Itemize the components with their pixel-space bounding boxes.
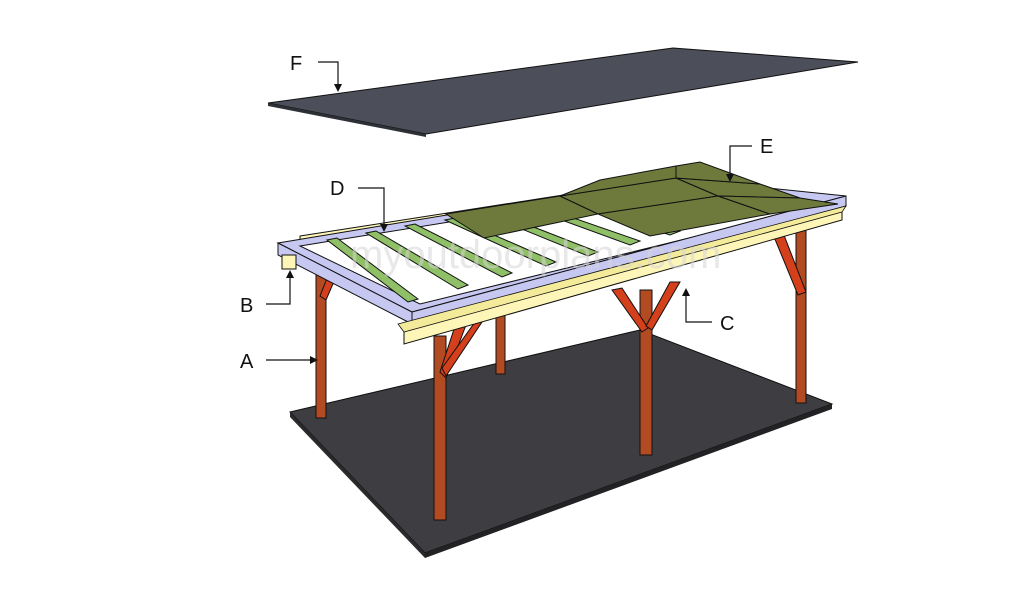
post-front-right bbox=[639, 289, 653, 456]
joist bbox=[364, 230, 470, 290]
joist bbox=[325, 237, 420, 303]
brace-right-a bbox=[611, 287, 649, 333]
arrow-c bbox=[682, 288, 690, 296]
sheathing-panel bbox=[675, 161, 761, 185]
leader-f bbox=[318, 61, 339, 86]
watermark: myoutdoorplans.com bbox=[350, 233, 721, 277]
label-d: D bbox=[330, 178, 344, 200]
brace-right-b bbox=[645, 281, 681, 331]
label-e: E bbox=[760, 136, 773, 158]
arrow-d bbox=[380, 224, 388, 232]
leader-c bbox=[685, 294, 712, 323]
leader-b bbox=[266, 276, 291, 305]
post-back-right bbox=[795, 224, 807, 404]
leader-e bbox=[729, 145, 752, 176]
label-a: A bbox=[240, 351, 254, 373]
sheathing-panel bbox=[717, 195, 839, 215]
ground-slab bbox=[289, 329, 834, 554]
leader-d bbox=[358, 187, 385, 226]
arrow-b bbox=[286, 270, 294, 278]
label-c: C bbox=[720, 313, 734, 335]
arrow-a bbox=[310, 356, 318, 364]
roof-shingles-edge bbox=[268, 103, 426, 137]
label-f: F bbox=[290, 53, 302, 75]
label-b: B bbox=[240, 295, 253, 317]
post-front-middle bbox=[433, 335, 447, 521]
roof-shingles bbox=[267, 47, 859, 135]
roof-sheathing bbox=[444, 161, 839, 239]
beam-front-top bbox=[397, 205, 847, 333]
beam-left-end bbox=[281, 254, 297, 270]
arrow-e bbox=[726, 174, 734, 182]
ground-slab-edge bbox=[290, 412, 425, 558]
joist bbox=[403, 223, 514, 278]
arrow-f bbox=[334, 84, 342, 92]
ground-slab-edge-right bbox=[425, 404, 832, 558]
